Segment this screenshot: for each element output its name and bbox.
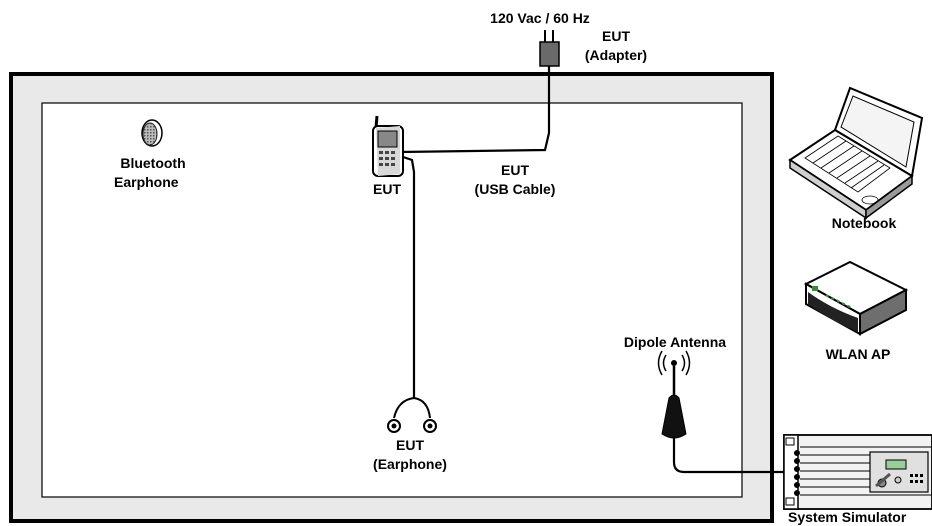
usb-label-line1: EUT	[501, 162, 529, 178]
rack-instrument-icon	[783, 434, 932, 510]
wireless-router-icon	[803, 260, 909, 336]
mobile-phone-icon	[372, 115, 404, 177]
wlan-label: WLAN AP	[825, 346, 891, 362]
usb-cable	[399, 66, 551, 154]
adapter-label-line2: (Adapter)	[584, 47, 648, 63]
cables	[399, 66, 787, 474]
dipole-label: Dipole Antenna	[623, 334, 727, 350]
rf-cable	[672, 436, 787, 474]
bluetooth-label-line1: Bluetooth	[120, 155, 186, 171]
notebook-label: Notebook	[831, 215, 897, 231]
power-adapter-icon	[539, 30, 560, 67]
earphone-label-line1: EUT	[396, 437, 424, 453]
simulator-label: System Simulator	[788, 509, 907, 525]
usb-label-line2: (USB Cable)	[474, 181, 556, 197]
adapter-label-line1: EUT	[602, 28, 630, 44]
power-label: 120 Vac / 60 Hz	[490, 10, 590, 26]
eut-phone-label: EUT	[373, 181, 401, 197]
laptop-icon	[788, 86, 924, 220]
wired-earphone-icon	[387, 397, 437, 433]
earphone-cable	[399, 154, 416, 398]
bluetooth-label-line2: Earphone	[114, 174, 179, 190]
bluetooth-earpiece-icon	[141, 119, 163, 147]
earphone-label-line2: (Earphone)	[373, 456, 447, 472]
dipole-antenna-icon	[657, 350, 691, 439]
